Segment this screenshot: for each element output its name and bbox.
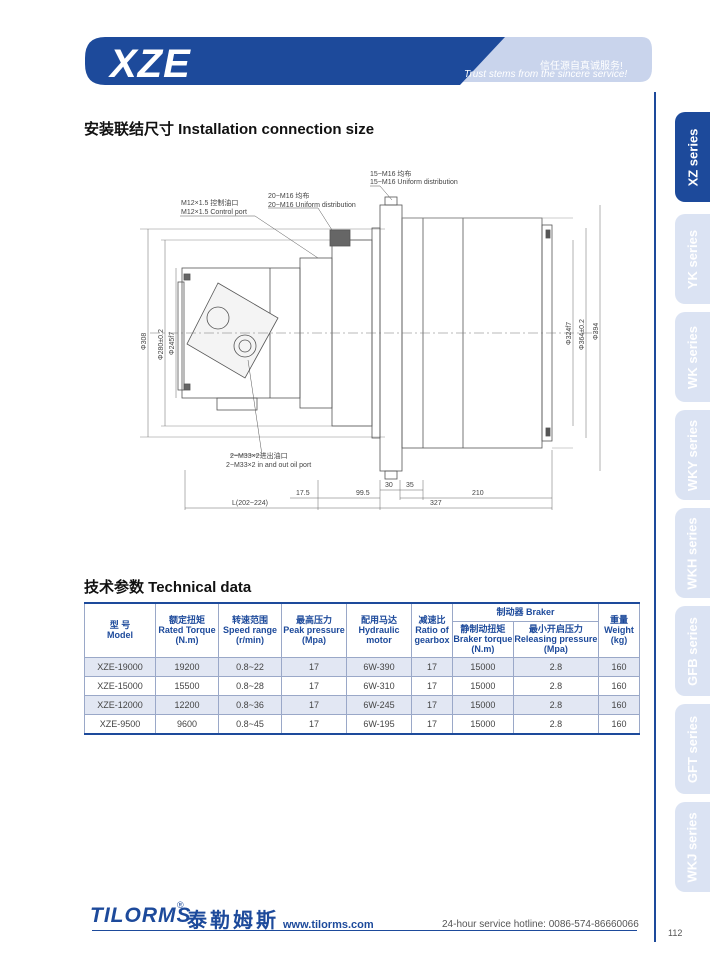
tab-yk-series[interactable]: YK series [675,214,710,304]
installation-drawing: Φ308 Φ280±0.2 Φ245f7 Φ324f7 Φ364±0.2 Φ39… [140,169,601,510]
installation-title: 安装联结尺寸 Installation connection size [84,121,375,138]
tab-gft-series[interactable]: GFT series [675,704,710,794]
dim-17-5: 17.5 [296,490,310,497]
dim-308: Φ308 [141,333,148,350]
service-hotline: 24-hour service hotline: 0086-574-866600… [442,919,639,930]
tab-wk-series[interactable]: WK series [675,312,710,402]
technical-data-title: 技术参数 Technical data [84,579,252,596]
dim-327: 327 [430,500,442,507]
slogan-chinese: 信任源自真诚服务! [540,61,623,72]
dim-245: Φ245f7 [169,332,176,355]
tab-wkj-series[interactable]: WKJ series [675,802,710,892]
dim-30: 30 [385,482,393,489]
registered-mark: ® [177,900,184,910]
note-m12-en: M12×1.5 Control port [181,209,247,216]
note-m33-en: 2−M33×2 in and out oil port [226,462,311,469]
tab-gfb-series[interactable]: GFB series [675,606,710,696]
dim-L: L(202~224) [232,500,268,507]
dim-35: 35 [406,482,414,489]
brand-chinese: 泰勒姆斯 [187,910,279,932]
note-20m16-cn: 20−M16 均布 [268,191,309,200]
website-link[interactable]: www.tilorms.com [283,919,374,931]
dim-394: Φ394 [593,323,600,340]
series-title: XZE [110,42,191,86]
tab-xz-series[interactable]: XZ series [675,112,710,202]
note-20m16-en: 20−M16 Uniform distribution [268,202,356,209]
dim-324: Φ324f7 [566,322,573,345]
header-banner [85,37,652,85]
footer-divider [92,930,637,931]
note-m12-cn: M12×1.5 控制油口 [181,198,238,207]
dim-364: Φ364±0.2 [579,319,586,350]
page-number: 112 [668,928,683,938]
dim-280: Φ280±0.2 [158,329,165,360]
slogan-english: Trust stems from the sincere service! [464,69,628,80]
note-15m16-cn: 15−M16 均布 [370,169,411,178]
brand-logo: TILORMS [90,904,192,927]
note-15m16-en: 15−M16 Uniform distribution [370,179,458,186]
note-m33-cn: 2−M33×2进出油口 [230,451,288,460]
tab-wky-series[interactable]: WKY series [675,410,710,500]
dim-99-5: 99.5 [356,490,370,497]
dim-210: 210 [472,490,484,497]
col-braker-group: 制动器 Braker [452,602,599,622]
frame-line [654,92,656,942]
tab-wkh-series[interactable]: WKH series [675,508,710,598]
